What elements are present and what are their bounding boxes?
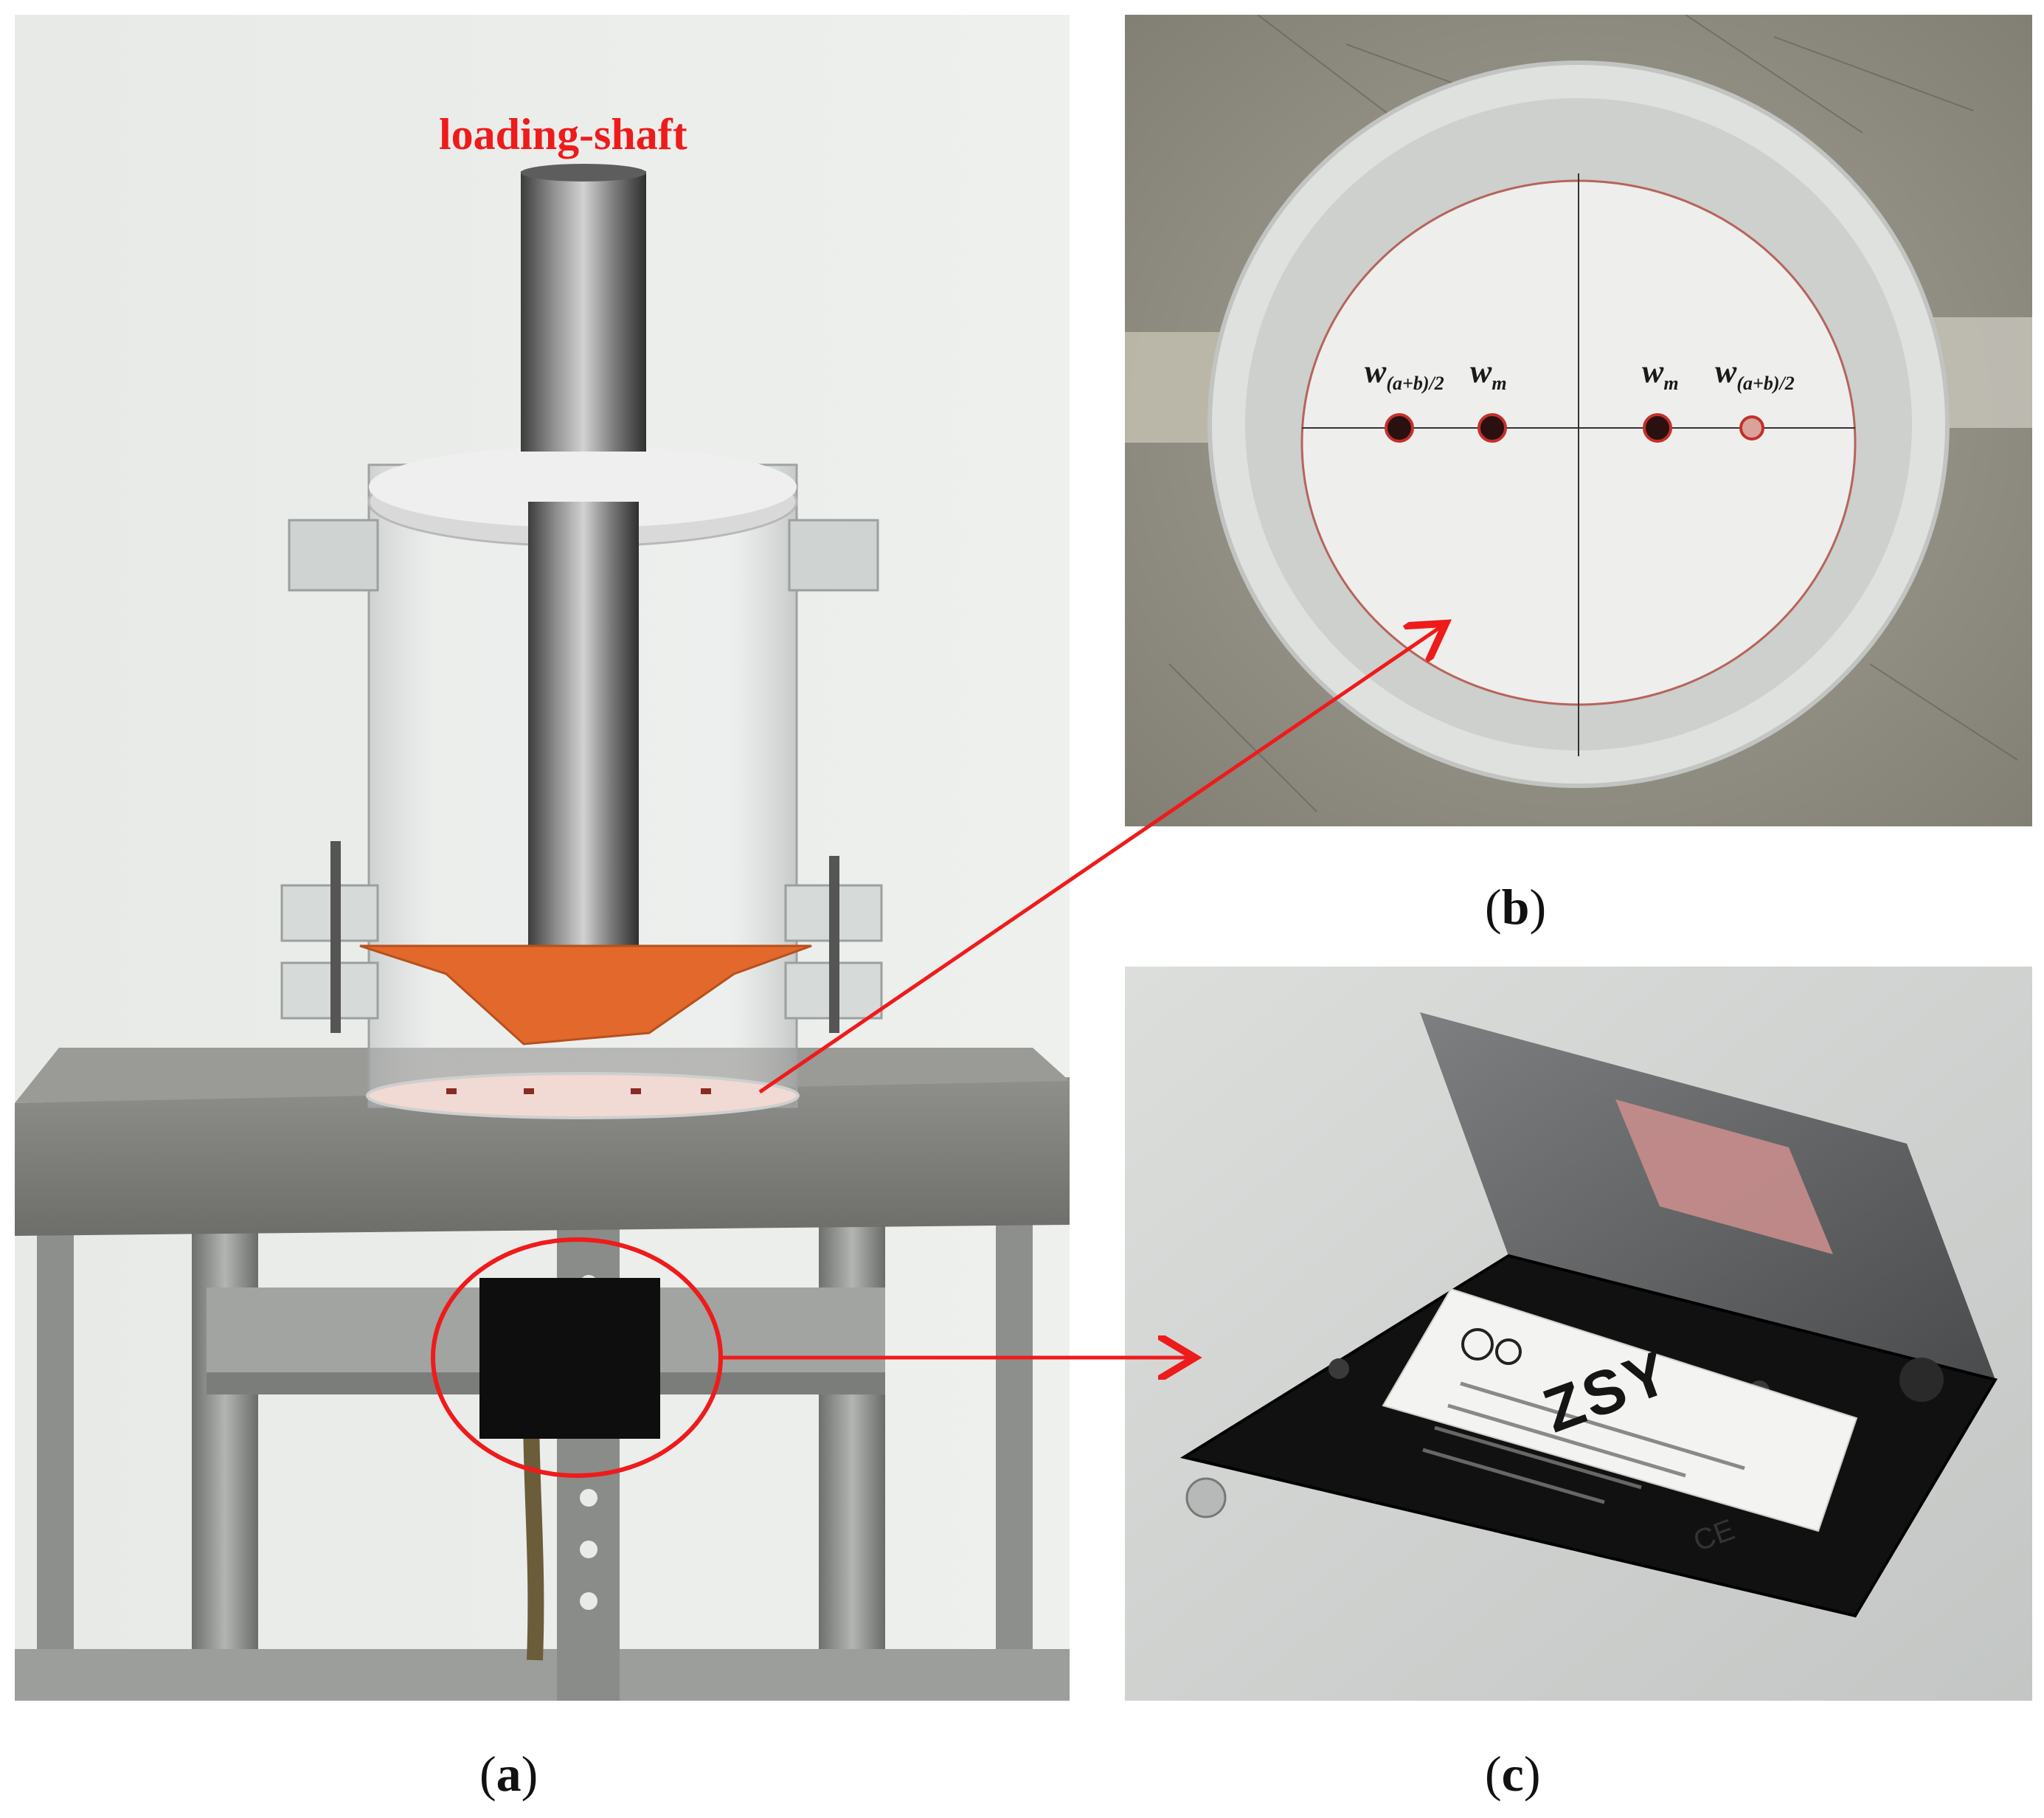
label-w-ab2-left: w(a+b)/2 xyxy=(1365,353,1444,394)
caption-c: (c) xyxy=(1485,1746,1541,1802)
loading-shaft-label: loading-shaft xyxy=(439,110,687,159)
photo-panel-c xyxy=(1125,967,2032,1701)
sensor-label-sticker xyxy=(1382,1288,1858,1532)
caption-a: (a) xyxy=(479,1746,538,1802)
apparatus-photo xyxy=(15,15,1070,1701)
label-w-m-left: wm xyxy=(1470,353,1507,394)
label-w-m-right: wm xyxy=(1642,353,1679,394)
photo-panel-b xyxy=(1125,15,2032,826)
laser-sensor-block xyxy=(479,1278,660,1439)
label-w-ab2-right: w(a+b)/2 xyxy=(1715,353,1795,394)
photo-panel-a xyxy=(15,15,1070,1701)
measurement-point-4 xyxy=(1739,415,1764,440)
measurement-point-2 xyxy=(1477,413,1507,443)
zsy-logo-icon xyxy=(1461,1328,1522,1365)
measurement-point-3 xyxy=(1643,413,1672,443)
loading-shaft xyxy=(521,171,646,452)
caption-b: (b) xyxy=(1485,879,1547,935)
measurement-plate-photo xyxy=(1125,15,2032,826)
measurement-point-1 xyxy=(1385,413,1414,443)
laser-sensor-photo xyxy=(1125,967,2032,1701)
